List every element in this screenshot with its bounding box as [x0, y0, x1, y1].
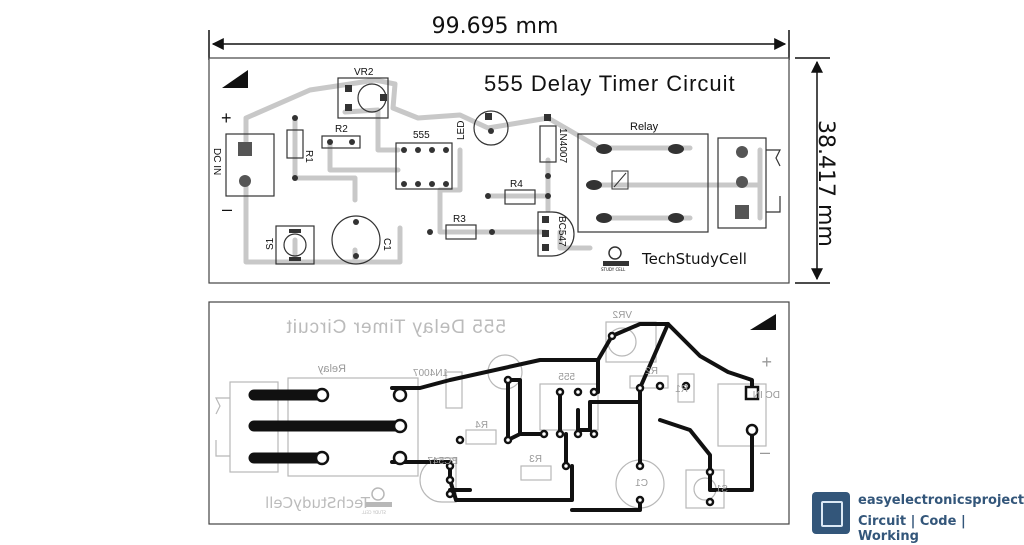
watermark-site: easyelectronicsproject.com [858, 493, 1024, 508]
label-r3: R3 [453, 214, 466, 225]
relay-component [577, 133, 709, 233]
label-s1: S1 [265, 237, 276, 250]
label-diode: 1N4007 [557, 128, 568, 163]
height-dimension-label: 38.417 mm [813, 119, 838, 247]
bottom-label-relay: Relay [317, 363, 346, 375]
led-component [473, 110, 509, 146]
diode-1n4007 [539, 125, 557, 163]
top-board-title: 555 Delay Timer Circuit [484, 71, 736, 96]
bottom-label-r1: R1 [675, 384, 688, 395]
top-logo-text: STUDY CELL [601, 267, 626, 272]
r3-resistor [445, 224, 477, 240]
bottom-label-bc547: BC547 [427, 456, 458, 467]
height-dimension [795, 57, 830, 284]
label-minus: – [222, 199, 232, 219]
label-r1: R1 [303, 150, 314, 163]
bottom-label-s1: S1 [715, 484, 728, 495]
bottom-label-555: 555 [558, 372, 575, 383]
chip-icon [812, 492, 850, 534]
bottom-label-minus: – [760, 442, 770, 462]
label-led: LED [456, 121, 467, 140]
studycell-logo [603, 246, 629, 266]
dc-in-connector [225, 133, 275, 197]
vr2-potentiometer [337, 77, 389, 119]
relay-copper-pads [248, 389, 406, 464]
bottom-brand-text: TechStudyCell [265, 494, 371, 512]
c1-capacitor [331, 215, 381, 265]
bottom-studycell-logo [366, 487, 392, 507]
bottom-pads [314, 331, 760, 507]
bottom-label-diode: 1N4007 [413, 368, 448, 379]
bottom-label-dc-in: DC IN [753, 390, 780, 401]
label-c1: C1 [381, 238, 392, 251]
orientation-mark [222, 70, 248, 88]
label-plus: + [221, 108, 232, 128]
watermark-tagline: Circuit | Code | Working [858, 514, 966, 544]
bottom-label-r3: R3 [529, 454, 542, 465]
top-traces [243, 77, 763, 265]
bottom-label-r2: R2 [645, 366, 658, 377]
label-dc-in: DC IN [211, 148, 222, 175]
bottom-label-vr2: VR2 [612, 310, 632, 321]
bottom-logo-text: STUDY CELL [361, 510, 386, 515]
r2-resistor [321, 135, 361, 149]
label-vr2: VR2 [354, 67, 374, 78]
top-brand-text: TechStudyCell [641, 250, 747, 268]
width-dimension [208, 30, 790, 60]
bottom-board-title: 555 Delay Timer Circuit [286, 317, 506, 338]
label-r4: R4 [510, 179, 523, 190]
width-dimension-label: 99.695 mm [431, 14, 559, 39]
r1-resistor [286, 129, 304, 159]
bottom-label-plus: + [761, 352, 772, 372]
transistor-bc547 [537, 211, 575, 257]
label-r2: R2 [335, 124, 348, 135]
site-watermark: easyelectronicsproject.com Circuit | Cod… [812, 490, 1024, 544]
bottom-label-c1: C1 [635, 478, 648, 489]
s1-switch [275, 225, 315, 265]
bottom-orientation-mark [750, 314, 776, 330]
bottom-board [208, 301, 790, 525]
r4-resistor [504, 189, 536, 205]
label-relay: Relay [630, 121, 659, 133]
output-terminal [717, 137, 781, 229]
ic-555 [395, 142, 453, 190]
label-555: 555 [413, 130, 430, 141]
label-bc547: BC547 [556, 216, 567, 247]
bottom-label-r4: R4 [475, 420, 488, 431]
top-board [208, 57, 790, 284]
